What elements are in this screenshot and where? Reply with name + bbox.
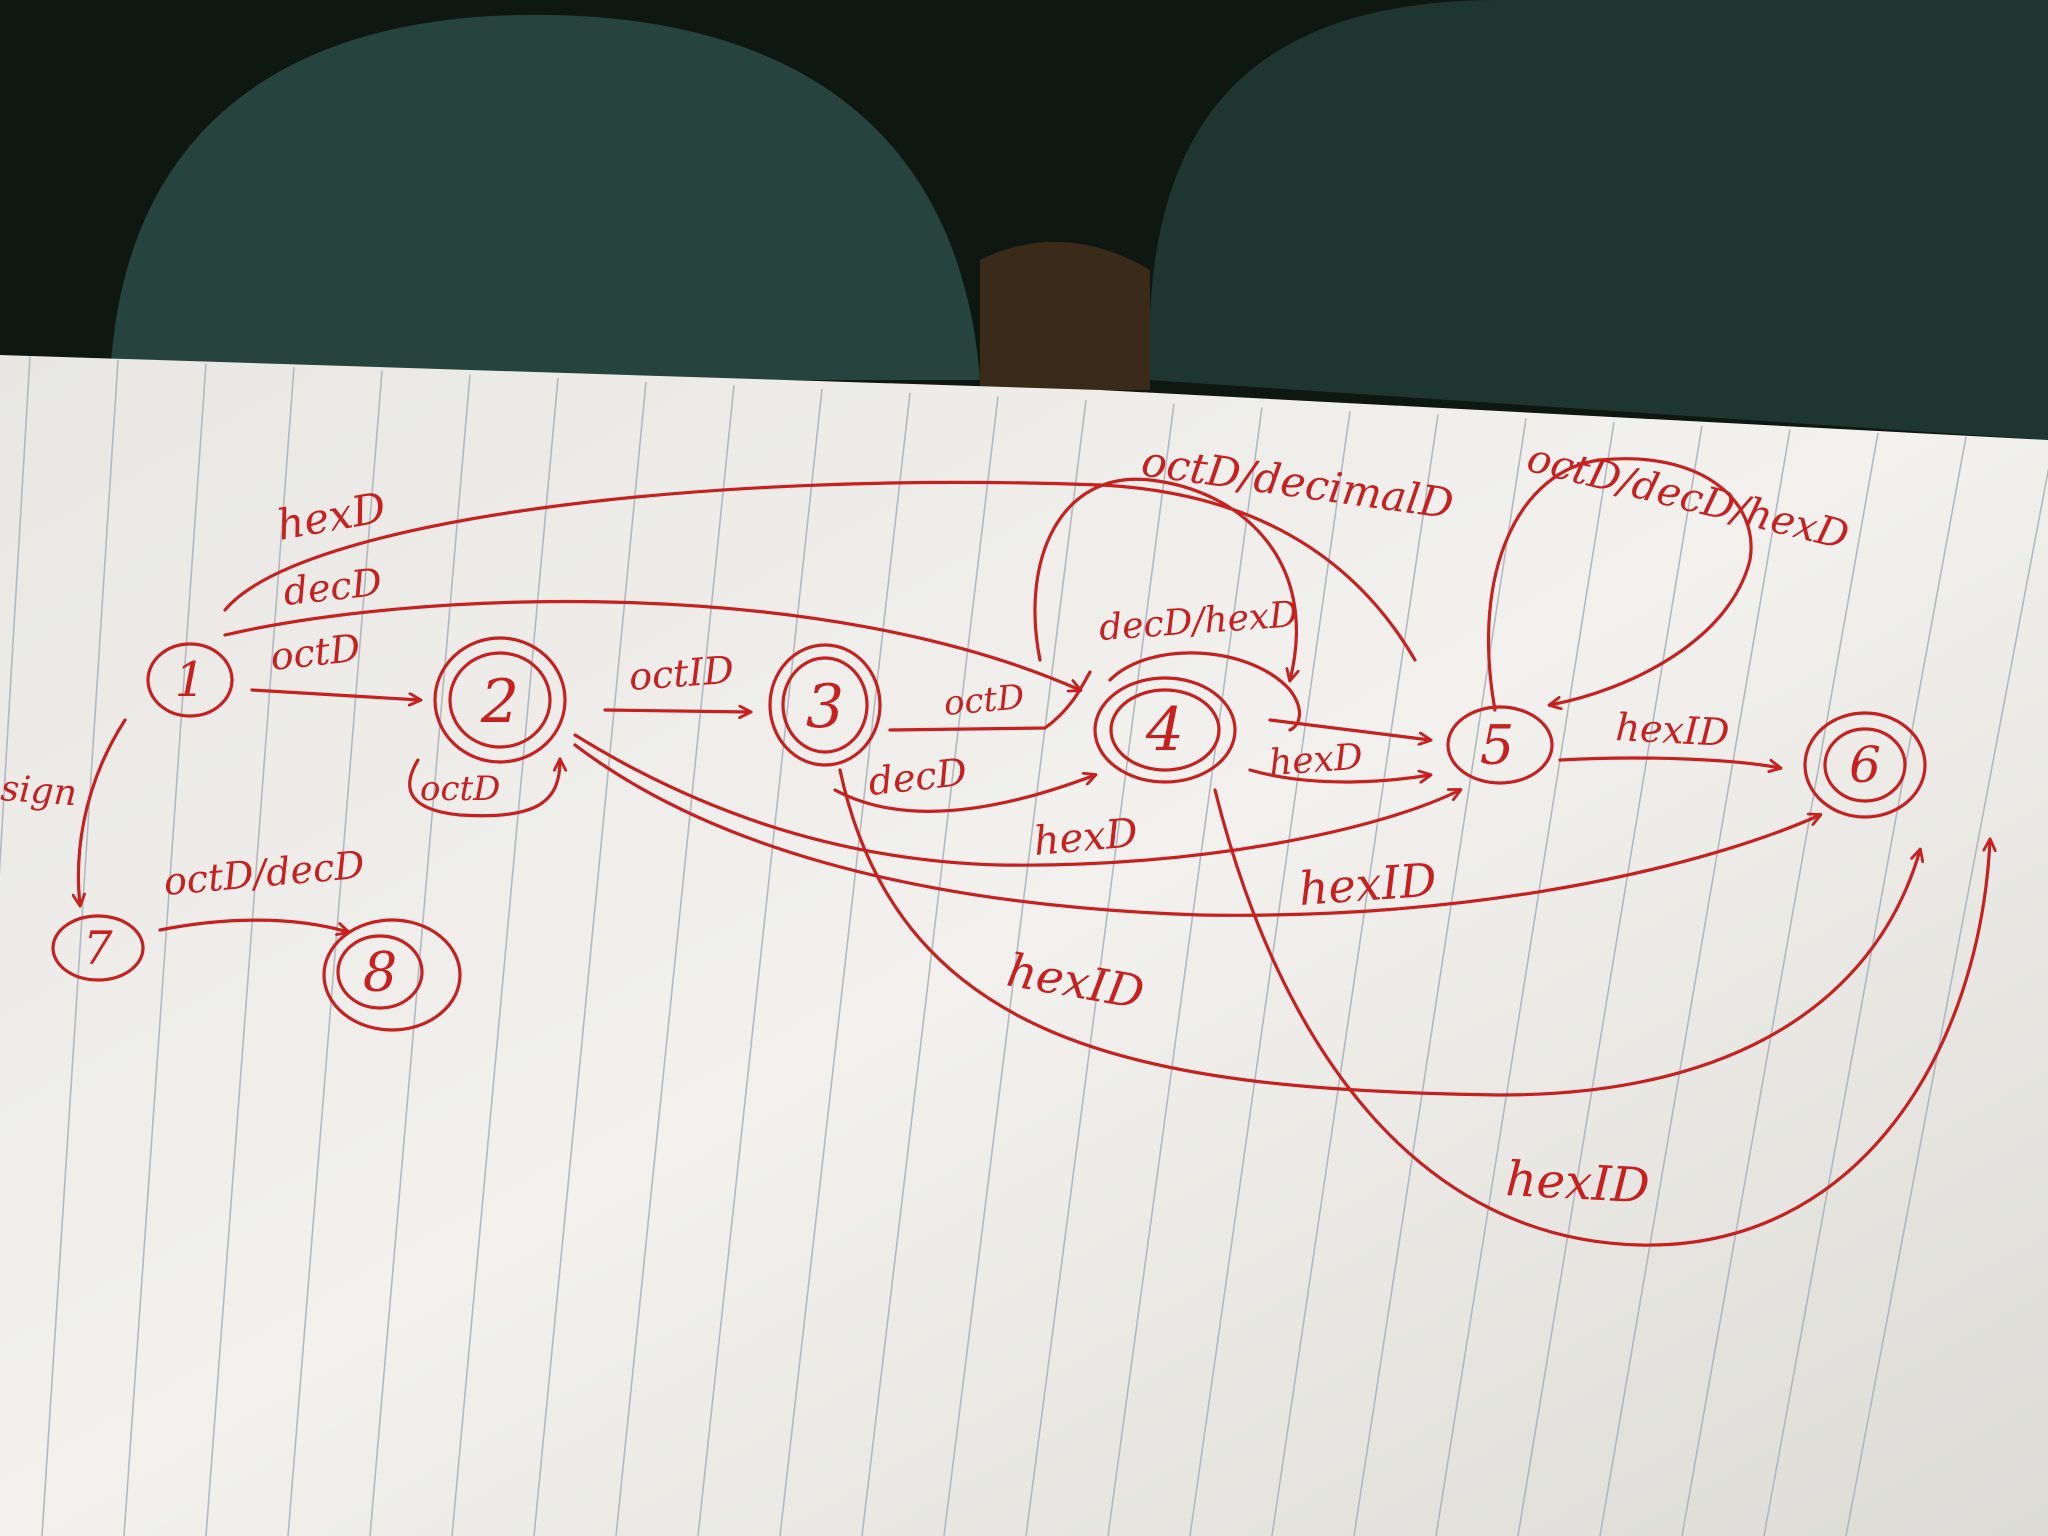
edge-3-6-hexid [838,768,1920,1097]
label-2-2: octD [420,769,500,809]
state-4: 4 [1093,676,1237,784]
edge-5-6-hexid [1558,756,1780,768]
label-4-5: hexD [1268,737,1364,784]
edge-1-5-hexd [223,480,1417,662]
edge-4-4-decd-loop [1108,651,1301,732]
ruled-line [1763,436,1967,1536]
chair-back-left [110,14,980,381]
ruled-line [369,374,471,1536]
edge-4-5-hexd [1248,768,1430,782]
label-2-6: hexID [1297,852,1438,915]
edge-1-2-octd [250,688,420,700]
chair-back-right [1149,0,2048,440]
state-3: 3 [768,643,882,767]
state-label: 8 [363,941,397,1004]
state-6: 6 [1803,711,1927,819]
ruled-line [1845,467,2048,1536]
state-label: 7 [83,921,113,975]
edge-4-6-hexid [1213,788,1990,1247]
edge-1-7-sign [78,718,127,905]
edge-1-4-decd [223,599,1080,690]
state-1: 1 [146,642,234,718]
ruled-line [1599,429,1791,1536]
ruled-line [0,356,31,876]
ruled-line [1271,414,1439,1536]
state-label: 5 [1480,714,1514,777]
label-3-4-dec: decD [866,750,969,804]
ruled-line [779,392,911,1536]
ruled-line [697,389,823,1536]
state-label: 4 [1145,695,1184,765]
ruled-line [123,363,207,1536]
state-8: 8 [322,918,462,1032]
state-label: 3 [806,672,844,742]
transition-labels: hexD decD octD sign octD octID hexD hexI… [0,435,1853,1214]
ruled-line [205,367,295,1536]
ruled-line [861,396,999,1536]
ruled-line [451,378,559,1536]
ruled-lines [0,356,2048,1536]
state-7: 7 [51,914,145,982]
ruled-line [41,359,119,1536]
label-5-6: hexID [1615,705,1731,755]
floor-gap [980,241,1150,390]
state-label: 2 [480,667,519,737]
label-1-2: octD [268,626,362,679]
label-2-3: octID [628,648,736,699]
state-label: 6 [1849,736,1881,794]
transition-edges [78,457,1990,1247]
edge-3-4-octd [888,670,1092,732]
edge-5-5-loop [1486,457,1753,712]
edge-2-6-hexid [573,743,1820,917]
state-5: 5 [1446,705,1554,785]
edge-3-4-decd [833,775,1095,813]
ruled-line [1107,407,1263,1536]
paper-sheet [0,355,2048,1536]
ruled-line [533,381,647,1536]
edge-7-8-octd-decd [158,918,348,932]
ruled-line [1025,403,1175,1536]
edge-4-4-octd-loop [1033,477,1296,680]
edge-4-5-upper [1268,718,1430,740]
ruled-line [943,399,1087,1536]
label-4-6: hexID [1504,1151,1651,1214]
ruled-line [1189,410,1351,1536]
ruled-line [1681,432,1879,1536]
edge-2-5-hexd [573,733,1460,867]
ruled-line [1517,425,1703,1536]
state-label: 1 [175,652,206,708]
state-2: 2 [433,636,567,764]
label-2-5: hexD [1032,810,1140,865]
label-1-4: decD [281,560,384,614]
edge-2-2-loop [408,760,560,818]
ruled-line [1353,418,1527,1536]
label-1-7: sign [0,768,78,814]
ruled-line [615,385,735,1536]
label-3-4-oct: octD [942,677,1026,724]
edge-2-3-octid [603,710,750,712]
ruled-line [287,370,383,1536]
ruled-line [1435,421,1615,1536]
